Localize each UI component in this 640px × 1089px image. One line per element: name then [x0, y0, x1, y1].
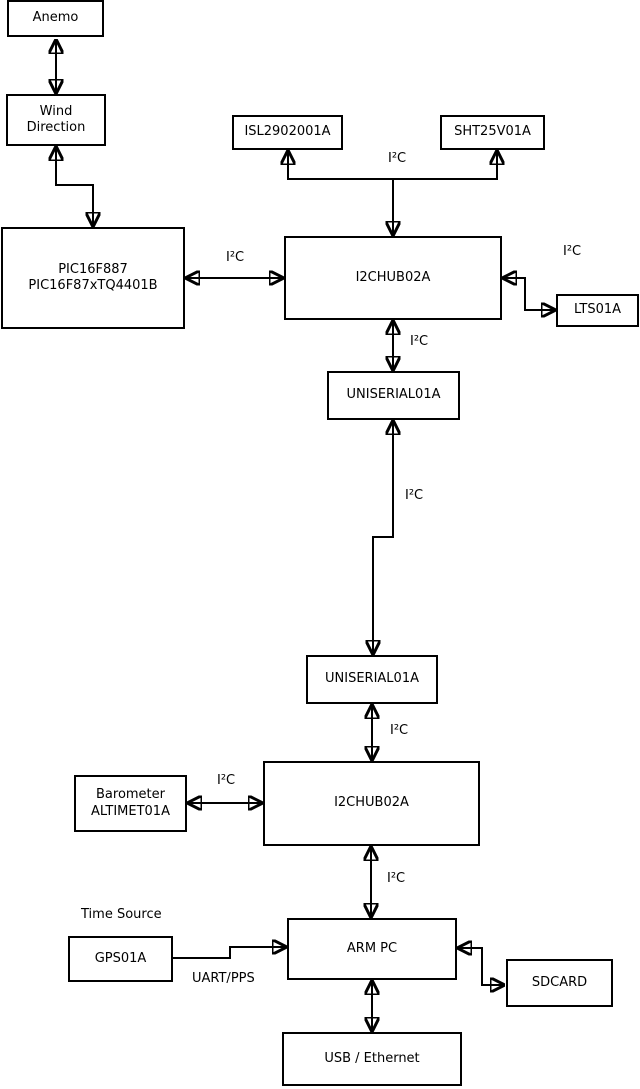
node-i2chub02a-lower: I2CHUB02A [263, 761, 480, 846]
edge-label-i2c-uniserial-hub2: I²C [390, 723, 409, 738]
connector-wind-pic [56, 146, 93, 227]
node-uniserial01a-lower: UNISERIAL01A [306, 655, 438, 704]
node-pic16f887: PIC16F887 PIC16F87xTQ4401B [1, 227, 185, 329]
edge-label-i2c-barometer: I²C [217, 773, 236, 788]
edge-label-i2c-pic-hub: I²C [226, 250, 245, 265]
node-sht25v01a: SHT25V01A [440, 115, 545, 150]
node-wind-direction: Wind Direction [6, 94, 106, 146]
edge-label-i2c-uniserial-link: I²C [405, 488, 424, 503]
edge-label-i2c-hub-uniserial: I²C [410, 334, 429, 349]
connector-uniserial1-uniserial2 [373, 420, 393, 655]
node-i2chub02a-upper: I2CHUB02A [284, 236, 502, 320]
node-anemo: Anemo [7, 0, 104, 37]
edge-label-uart-pps: UART/PPS [192, 971, 255, 986]
node-lts01a: LTS01A [556, 294, 639, 327]
node-sdcard: SDCARD [506, 959, 613, 1007]
node-barometer-altimet01a: Barometer ALTIMET01A [74, 775, 187, 832]
connector-gps-armpc [173, 947, 287, 959]
edge-label-time-source: Time Source [81, 907, 162, 922]
node-uniserial01a-upper: UNISERIAL01A [327, 371, 460, 420]
connector-hub1-lts [502, 278, 556, 310]
node-gps01a: GPS01A [68, 936, 173, 982]
edge-label-i2c-sensors: I²C [388, 151, 407, 166]
edge-label-i2c-hub-lts: I²C [563, 244, 582, 259]
node-arm-pc: ARM PC [287, 918, 457, 980]
edge-label-i2c-hub2-armpc: I²C [387, 871, 406, 886]
node-isl2902001a: ISL2902001A [232, 115, 343, 150]
connector-armpc-sdcard [457, 948, 505, 985]
node-usb-ethernet: USB / Ethernet [282, 1032, 462, 1086]
